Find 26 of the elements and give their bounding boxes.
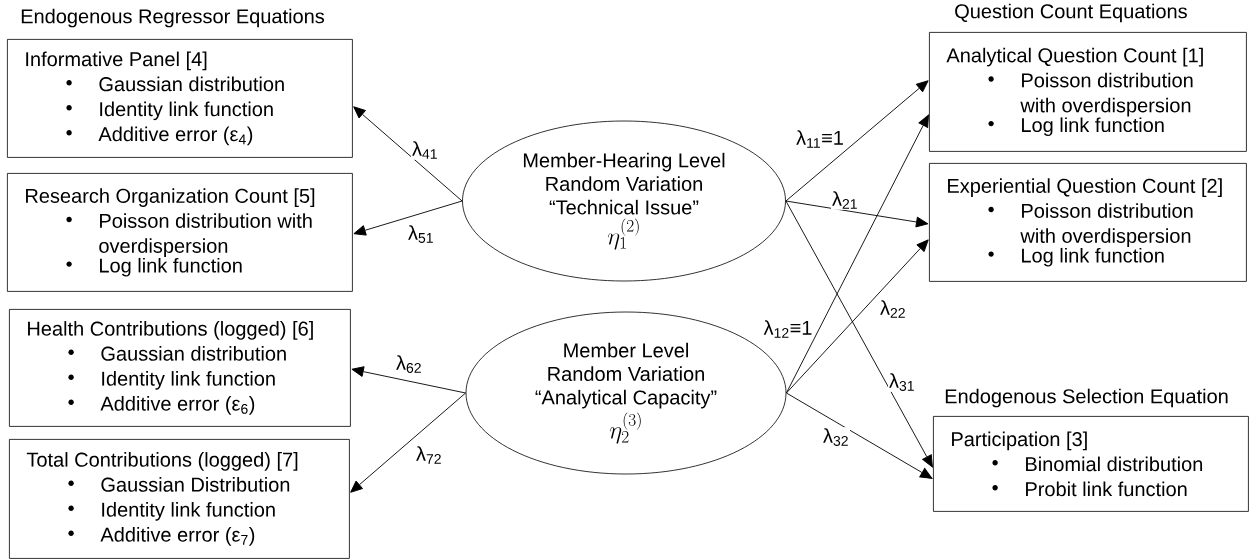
arrow bbox=[785, 114, 929, 394]
edge-label: λ$_{11}$≡1 bbox=[795, 129, 845, 149]
equation-box: Informative Panel [4] Gaussian distribution Identity link function Additive error (ε$_{4}$) bbox=[7, 39, 353, 158]
arrow bbox=[785, 80, 929, 202]
edge-label: λ$_{51}$ bbox=[406, 224, 436, 244]
edge-label: λ$_{21}$ bbox=[830, 190, 860, 210]
equation-box: Total Contributions (logged) [7] Gaussian Distribution Identity link function Additive error (ε$_{7}$) bbox=[9, 439, 350, 559]
arrow bbox=[353, 200, 463, 236]
edge-label: λ$_{62}$ bbox=[394, 354, 424, 374]
equation-box: Experiential Question Count [2] Poisson distribution with overdispersion Log link function bbox=[929, 163, 1247, 282]
arrow bbox=[785, 392, 933, 479]
arrow bbox=[785, 200, 933, 468]
edge-label: λ$_{72}$ bbox=[414, 445, 444, 465]
edge-label: λ$_{32}$ bbox=[821, 427, 851, 447]
arrow bbox=[785, 200, 929, 228]
equation-box: Analytical Question Count [1] Poisson distribution with overdispersion Log link function bbox=[929, 32, 1247, 152]
arrow bbox=[785, 239, 929, 394]
arrow bbox=[353, 106, 463, 202]
arrow bbox=[351, 366, 467, 394]
edge-label: λ$_{31}$ bbox=[887, 372, 917, 392]
equation-box: Health Contributions (logged) [6] Gaussian distribution Identity link function Additive error (ε$_{6}$) bbox=[9, 309, 351, 427]
equation-box: Research Organization Count [5] Poisson distribution with overdispersion Log link function bbox=[7, 173, 353, 292]
arrow bbox=[350, 392, 467, 493]
edge-label: λ$_{41}$ bbox=[410, 140, 440, 160]
equation-box: Participation [3] Binomial distribution Probit link function bbox=[933, 416, 1249, 512]
edge-label: λ$_{22}$ bbox=[878, 299, 908, 319]
